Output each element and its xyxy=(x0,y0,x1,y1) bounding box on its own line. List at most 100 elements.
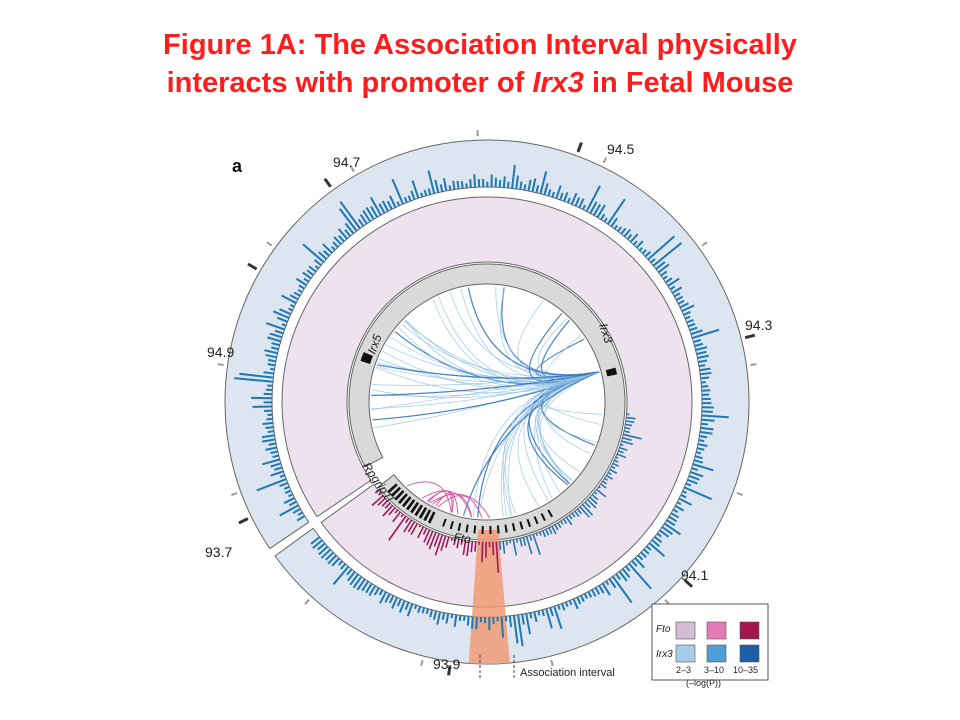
middle-signal-bar xyxy=(392,511,402,523)
gene-label-irx3: Irx3 xyxy=(596,322,616,346)
outer-signal-bar xyxy=(699,367,711,372)
outer-signal-bar xyxy=(650,258,656,264)
outer-signal-bar xyxy=(568,600,573,606)
outer-signal-bar xyxy=(525,613,532,635)
outer-signal-bar xyxy=(628,562,652,590)
outer-signal-bar xyxy=(466,616,470,626)
legend-column-high: 10–35 xyxy=(733,665,758,675)
outer-signal-bar xyxy=(689,326,698,332)
minor-tick xyxy=(602,157,608,164)
outer-signal-bar xyxy=(265,446,278,451)
middle-signal-bar xyxy=(568,514,573,520)
outer-signal-bar xyxy=(700,371,712,376)
outer-signal-bar xyxy=(421,607,426,614)
outer-signal-bar xyxy=(698,359,708,364)
outer-signal-bar xyxy=(359,214,368,225)
outer-signal-bar xyxy=(288,307,293,312)
outer-signal-bar xyxy=(337,228,348,240)
outer-signal-bar xyxy=(320,548,332,559)
outer-signal-bar xyxy=(417,606,422,614)
outer-signal-bar xyxy=(270,346,279,351)
outer-signal-bar xyxy=(274,329,284,335)
outer-signal-bar xyxy=(537,610,541,616)
outer-signal-bar xyxy=(297,289,303,294)
middle-signal-bar xyxy=(384,502,391,509)
outer-signal-bar xyxy=(686,318,694,324)
middle-signal-bar xyxy=(417,526,425,539)
outer-signal-bar xyxy=(660,270,668,277)
outer-signal-bar xyxy=(648,542,666,557)
outer-signal-bar xyxy=(625,565,631,572)
outer-signal-bar xyxy=(583,593,588,599)
middle-signal-bar xyxy=(460,539,463,545)
outer-signal-bar xyxy=(469,178,472,188)
middle-signal-bar xyxy=(591,493,599,501)
legend-column-mid: 3–10 xyxy=(704,665,724,675)
outer-signal-bar xyxy=(388,595,395,604)
coord-label-93-7: 93.7 xyxy=(205,544,232,560)
outer-signal-bar xyxy=(620,227,627,235)
middle-signal-bar xyxy=(502,540,506,554)
outer-signal-bar xyxy=(701,418,715,422)
interaction-arc xyxy=(462,371,600,516)
outer-signal-bar xyxy=(362,209,372,223)
coordinate-tick xyxy=(576,142,583,153)
outer-signal-bar xyxy=(452,180,456,190)
middle-signal-bar xyxy=(462,540,467,556)
outer-signal-bar xyxy=(262,421,274,426)
middle-signal-bar xyxy=(525,536,533,555)
outer-signal-bar xyxy=(695,346,708,351)
gene-track xyxy=(360,352,618,534)
outer-signal-bar xyxy=(695,451,702,455)
legend-axis-label: (–log(P)) xyxy=(686,678,721,688)
outer-signal-bar xyxy=(576,596,582,605)
outer-signal-bar xyxy=(694,455,703,460)
middle-signal-bar xyxy=(610,465,616,470)
outer-signal-bar xyxy=(411,180,420,199)
outer-signal-bar xyxy=(676,501,682,506)
gene-exon xyxy=(489,525,492,534)
legend-swatch-irx3-mid xyxy=(706,644,727,663)
outer-signal-bar xyxy=(608,578,617,589)
outer-signal-bar xyxy=(425,608,430,615)
outer-signal-bar xyxy=(318,545,329,556)
outer-signal-bar xyxy=(384,593,391,603)
gene-exon xyxy=(496,525,500,534)
outer-signal-bar xyxy=(512,615,519,644)
interaction-arc xyxy=(517,371,600,507)
outer-signal-bar xyxy=(293,291,301,297)
outer-signal-bar xyxy=(270,462,282,468)
outer-signal-bar xyxy=(689,471,704,478)
outer-signal-bar xyxy=(276,316,288,323)
outer-signal-bar xyxy=(561,603,566,611)
legend-swatch-fto-high xyxy=(739,621,760,640)
outer-signal-bar xyxy=(535,185,540,193)
legend-swatch-fto-mid xyxy=(706,621,727,640)
middle-signal-bar xyxy=(474,541,477,552)
slide-title: Figure 1A: The Association Interval phys… xyxy=(0,26,960,102)
outer-signal-bar xyxy=(288,493,294,498)
outer-signal-bar xyxy=(679,302,689,309)
outer-signal-bar xyxy=(697,443,708,448)
outer-signal-bar xyxy=(269,332,283,339)
middle-signal-bar xyxy=(621,440,634,446)
outer-signal-bar xyxy=(456,180,460,190)
outer-signal-bar xyxy=(290,303,295,308)
outer-signal-bar xyxy=(683,486,713,501)
outer-signal-bar xyxy=(580,594,585,602)
outer-signal-bar xyxy=(655,261,666,270)
title-line-1: Figure 1A: The Association Interval phys… xyxy=(163,29,797,61)
outer-signal-bar xyxy=(391,596,399,609)
middle-signal-bar xyxy=(562,518,568,525)
outer-signal-bar xyxy=(308,265,317,273)
outer-signal-bar xyxy=(410,190,416,200)
outer-signal-bar xyxy=(271,342,280,347)
outer-signal-bar xyxy=(448,185,452,191)
outer-signal-bar xyxy=(617,226,623,233)
interaction-arc xyxy=(398,326,600,387)
middle-signal-bar xyxy=(371,495,384,507)
gene-label-fto: Fto xyxy=(453,530,472,546)
outer-signal-bar xyxy=(572,598,579,610)
outer-signal-bar xyxy=(632,240,638,246)
middle-signal-bar xyxy=(532,533,541,556)
